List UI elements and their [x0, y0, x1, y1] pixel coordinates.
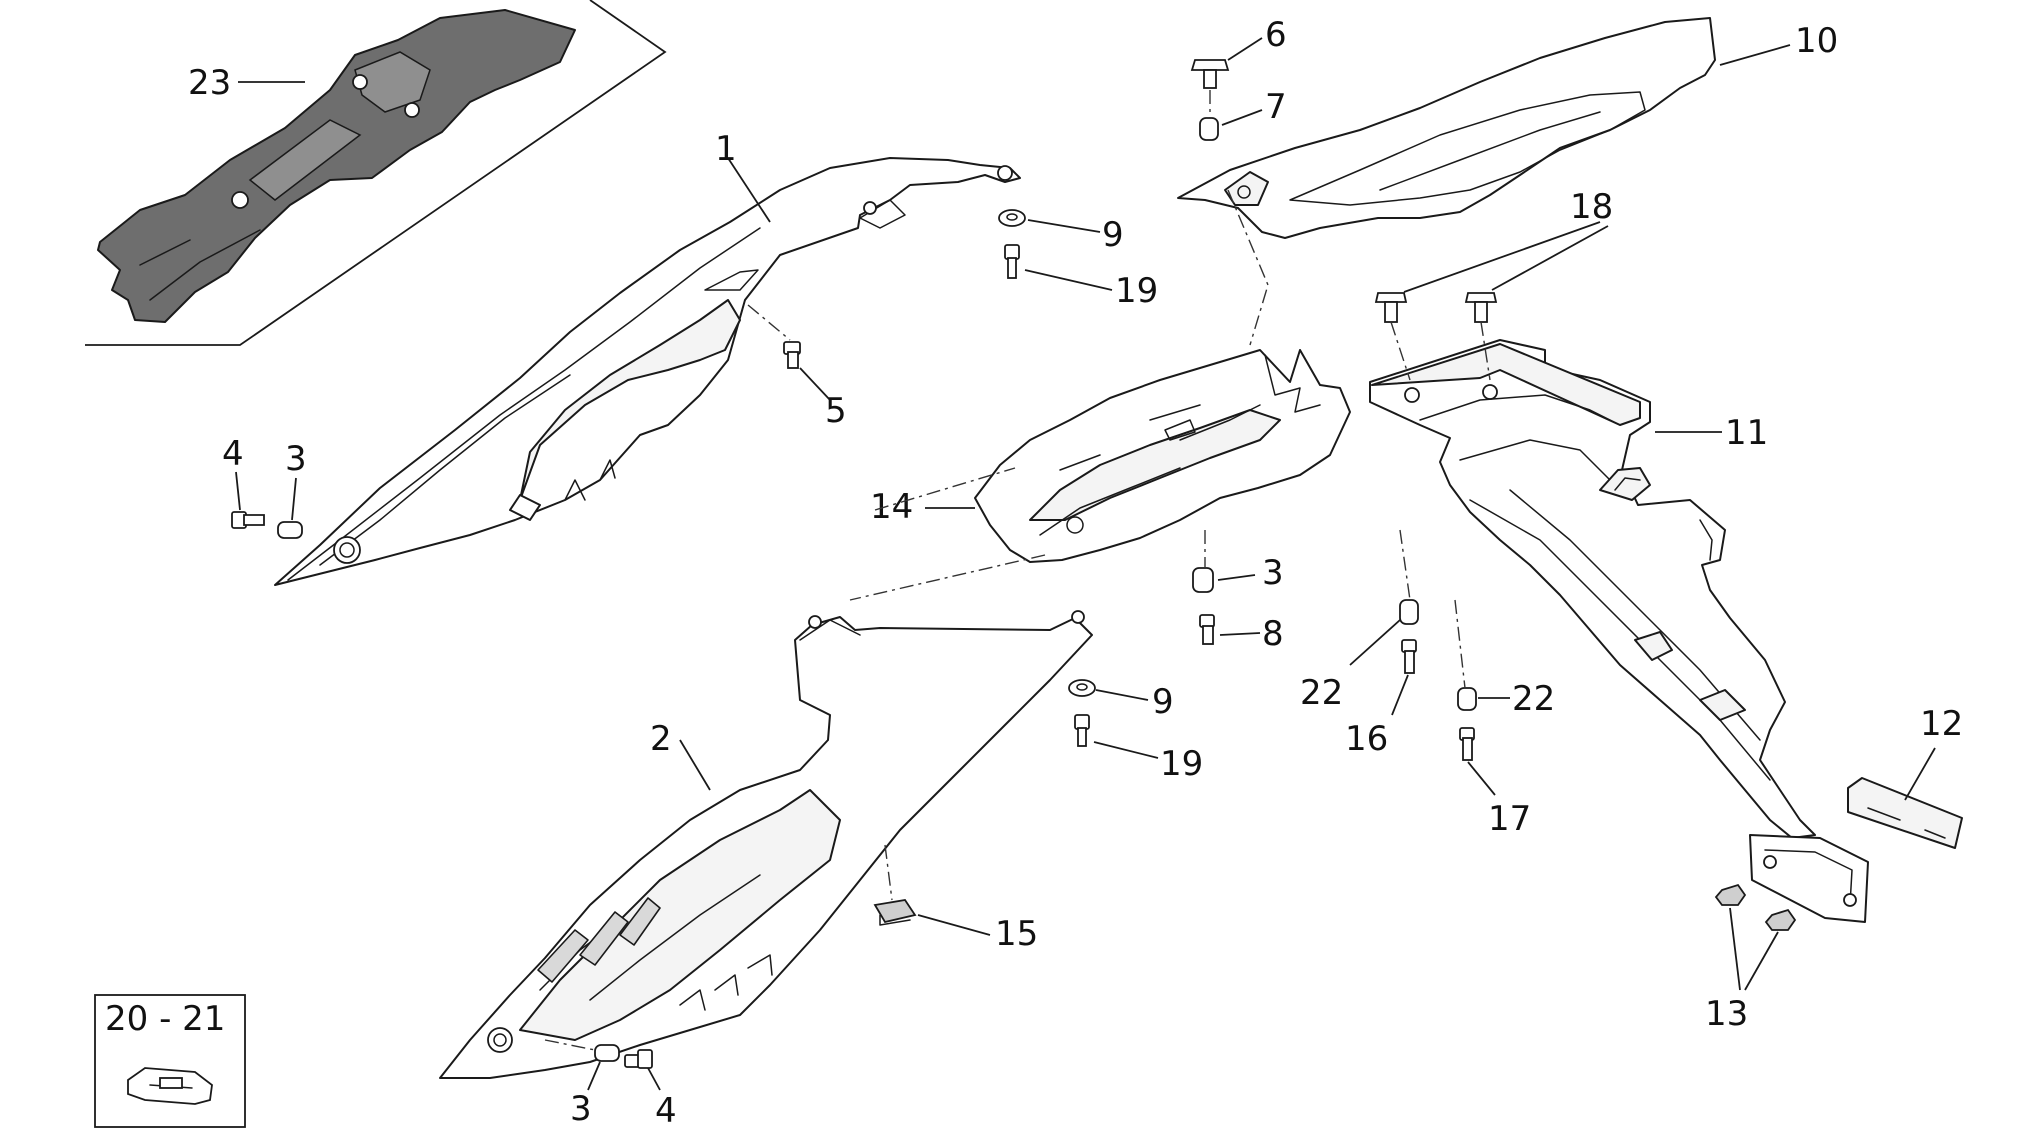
- washer-9-upper: [998, 209, 1026, 227]
- callout-2: 2: [650, 719, 672, 759]
- screw-5: [783, 341, 801, 369]
- screw-18-right: [1464, 292, 1498, 323]
- nut-13-left: [1714, 883, 1747, 906]
- callout-15: 15: [995, 914, 1038, 954]
- license-plate-mount: [1749, 834, 1869, 923]
- callout-17: 17: [1488, 799, 1531, 839]
- callout-10: 10: [1795, 21, 1838, 61]
- part-23-inset-frame: [85, 0, 667, 346]
- part-11-license-plate-bracket: [1369, 339, 1816, 839]
- inset-label-20-21: 20 - 21: [105, 999, 225, 1039]
- callout-18: 18: [1570, 187, 1613, 227]
- part-1-left-side-fairing: [274, 157, 1021, 586]
- callout-1: 1: [715, 129, 737, 169]
- screw-19-upper: [1004, 244, 1020, 279]
- screw-17: [1459, 727, 1475, 761]
- callout-9-upper: 9: [1102, 215, 1124, 255]
- screw-8: [1199, 614, 1215, 645]
- screw-16: [1401, 639, 1417, 674]
- callout-7: 7: [1265, 87, 1287, 127]
- callout-11: 11: [1725, 413, 1768, 453]
- callout-4-upper: 4: [222, 434, 244, 474]
- screw-19-lower: [1074, 714, 1090, 747]
- callout-6: 6: [1265, 15, 1287, 55]
- spacer-22-left: [1399, 599, 1419, 625]
- callout-19-lower: 19: [1160, 744, 1203, 784]
- callout-5: 5: [825, 391, 847, 431]
- screw-4-lower: [624, 1049, 653, 1069]
- callout-22-right: 22: [1512, 679, 1555, 719]
- screw-6: [1190, 59, 1230, 89]
- part-10-tail-seat-cover: [1177, 17, 1716, 239]
- callout-9-lower: 9: [1152, 682, 1174, 722]
- callout-22-left: 22: [1300, 673, 1343, 713]
- spacer-22-right: [1457, 687, 1477, 711]
- inset-20-21: [94, 994, 246, 1128]
- nut-13-right: [1764, 908, 1797, 931]
- part-14-center-undertray: [974, 349, 1351, 563]
- part-23-rear-undertray: [97, 9, 576, 323]
- callout-23: 23: [188, 63, 231, 103]
- callout-16: 16: [1345, 719, 1388, 759]
- callout-13: 13: [1705, 994, 1748, 1034]
- screw-18-left: [1374, 292, 1408, 323]
- screw-4-upper: [231, 511, 265, 529]
- clip-15: [873, 899, 917, 926]
- fairing-2-vents: [537, 897, 661, 983]
- spacer-3-center: [1192, 567, 1214, 593]
- spacer-3-upper: [277, 521, 303, 539]
- part-12-reflector: [1847, 777, 1963, 849]
- spacer-3-lower: [594, 1044, 620, 1062]
- callout-12: 12: [1920, 704, 1963, 744]
- callout-14: 14: [870, 487, 913, 527]
- callout-3-upper: 3: [285, 439, 307, 479]
- callout-3-lower: 3: [570, 1089, 592, 1129]
- spacer-7: [1199, 117, 1219, 141]
- washer-9-lower: [1068, 679, 1096, 697]
- callout-19-upper: 19: [1115, 271, 1158, 311]
- part-2-right-side-fairing: [439, 610, 1093, 1079]
- callout-8: 8: [1262, 614, 1284, 654]
- callout-4-lower: 4: [655, 1091, 677, 1131]
- callout-3-center: 3: [1262, 553, 1284, 593]
